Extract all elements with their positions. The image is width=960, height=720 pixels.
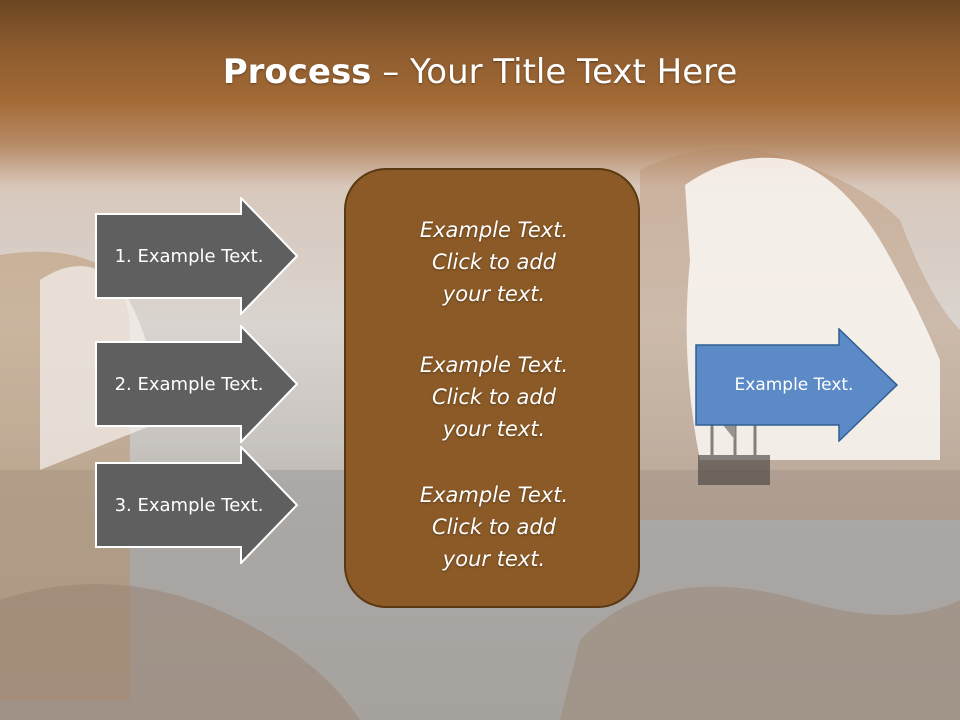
center-text-block-1[interactable]: Example Text. Click to add your text. — [346, 214, 642, 310]
rocks-foreground-right — [560, 586, 960, 720]
block-line: Click to add — [431, 250, 556, 274]
block-line: your text. — [442, 417, 546, 441]
step-label: 1. Example Text. — [114, 245, 264, 267]
block-line: your text. — [442, 282, 546, 306]
center-text-block-3[interactable]: Example Text. Click to add your text. — [346, 479, 642, 575]
slide-title: Process – Your Title Text Here — [0, 52, 960, 92]
arrow-right-icon — [695, 328, 899, 442]
arrow-right-icon — [95, 325, 299, 443]
result-arrow[interactable]: Example Text. — [695, 328, 899, 442]
center-text-block-2[interactable]: Example Text. Click to add your text. — [346, 349, 642, 445]
block-line: Click to add — [431, 515, 556, 539]
block-line: Example Text. — [419, 353, 569, 377]
block-line: Example Text. — [419, 483, 569, 507]
title-rest: – Your Title Text Here — [371, 52, 738, 92]
block-line: your text. — [442, 547, 546, 571]
center-text-box[interactable]: Example Text. Click to add your text. Ex… — [344, 168, 640, 608]
result-arrow-label: Example Text. — [734, 375, 854, 395]
block-line: Example Text. — [419, 218, 569, 242]
rocks-foreground — [0, 584, 360, 720]
block-line: Click to add — [431, 385, 556, 409]
step-arrow-3[interactable]: 3. Example Text. — [95, 446, 299, 564]
step-arrow-2[interactable]: 2. Example Text. — [95, 325, 299, 443]
arrow-right-icon — [95, 446, 299, 564]
step-label: 3. Example Text. — [114, 494, 264, 516]
step-label: 2. Example Text. — [114, 373, 264, 395]
step-arrow-1[interactable]: 1. Example Text. — [95, 197, 299, 315]
title-bold: Process — [222, 52, 372, 92]
arrow-right-icon — [95, 197, 299, 315]
